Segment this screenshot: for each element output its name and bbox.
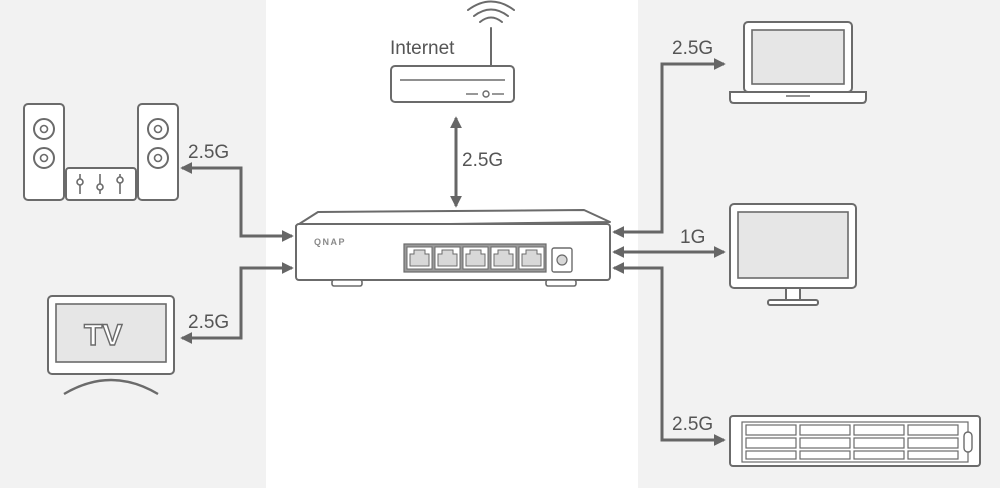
tv-screen-text: TV — [84, 319, 122, 352]
brand-logo: QNAP — [314, 237, 346, 247]
ethernet-port-2 — [434, 246, 461, 270]
left-panel — [0, 0, 266, 488]
ethernet-port-5 — [518, 246, 545, 270]
nas-icon — [729, 415, 981, 467]
monitor-icon — [729, 203, 857, 306]
right-speaker — [137, 103, 179, 201]
power-port — [551, 247, 573, 273]
router-link-label: 2.5G — [462, 150, 503, 171]
ethernet-port-3 — [462, 246, 489, 270]
tv-link-label: 2.5G — [188, 312, 229, 333]
nas-drive-bays — [745, 424, 959, 460]
nas-link-line — [612, 262, 726, 446]
amplifier — [65, 167, 137, 201]
monitor-link-label: 1G — [680, 227, 705, 248]
internet-label: Internet — [390, 38, 455, 59]
ethernet-port-1 — [406, 246, 433, 270]
laptop-link-line — [612, 58, 726, 238]
ethernet-ports — [403, 243, 547, 273]
nas-link-label: 2.5G — [672, 414, 713, 435]
router-device — [390, 0, 515, 103]
tv-link-line — [180, 262, 294, 344]
connection-lines — [180, 58, 726, 446]
wifi-icon — [467, 0, 515, 67]
laptop-icon — [729, 21, 867, 104]
speakers-link-line — [180, 162, 294, 242]
tv-icon: TV — [47, 295, 175, 396]
speakers-link-label: 2.5G — [188, 142, 229, 163]
laptop-link-label: 2.5G — [672, 38, 713, 59]
ethernet-port-4 — [490, 246, 517, 270]
network-switch: QNAP — [295, 209, 611, 287]
left-speaker — [23, 103, 65, 201]
speaker-system-icon — [23, 103, 179, 201]
